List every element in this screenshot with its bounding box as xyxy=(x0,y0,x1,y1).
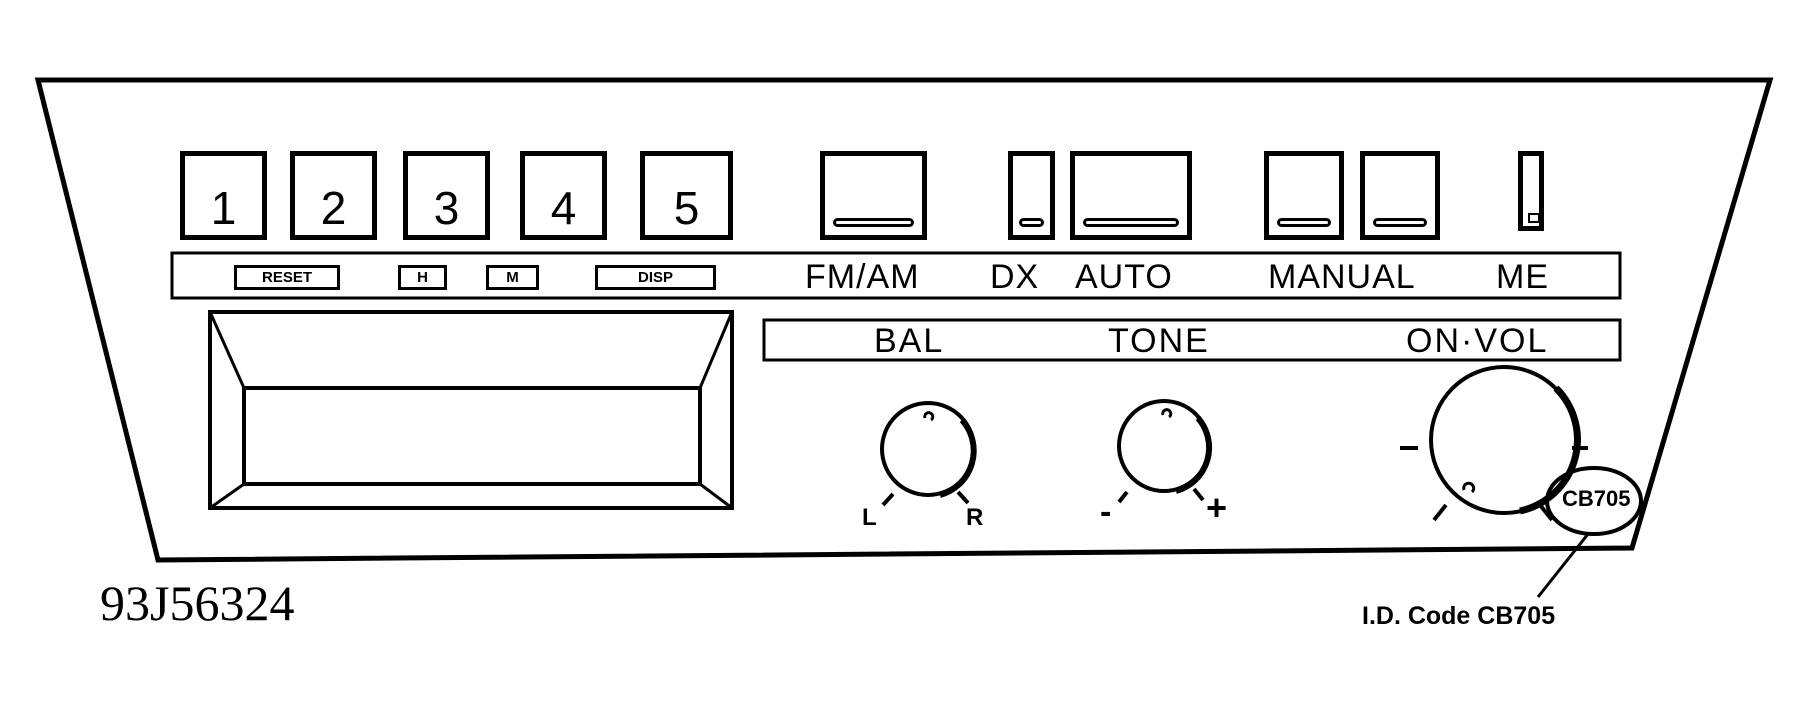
auto-seek-button[interactable] xyxy=(1070,151,1192,240)
band-button[interactable] xyxy=(820,151,927,240)
id-code-caption: I.D. Code CB705 xyxy=(1362,602,1556,630)
on-vol-label: ON·VOL xyxy=(1406,322,1549,360)
bal-right-mark: R xyxy=(966,504,984,531)
hour-label: H xyxy=(398,265,447,290)
auto-label: AUTO xyxy=(1075,258,1173,296)
preset-button-4[interactable]: 4 xyxy=(520,151,607,240)
tone-plus-mark: + xyxy=(1206,487,1228,528)
preset-button-5[interactable]: 5 xyxy=(640,151,733,240)
id-code-callout xyxy=(1536,466,1643,598)
diagram-number: 93J56324 xyxy=(100,575,295,631)
manual-down-button[interactable] xyxy=(1264,151,1344,240)
dx-label: DX xyxy=(990,258,1040,296)
tone-knob[interactable] xyxy=(1117,399,1213,504)
bal-label: BAL xyxy=(874,322,945,360)
manual-label: MANUAL xyxy=(1268,258,1416,296)
dx-button[interactable] xyxy=(1008,151,1055,240)
bal-left-mark: L xyxy=(862,504,877,531)
me-button[interactable] xyxy=(1518,151,1544,231)
preset-5-label: 5 xyxy=(673,182,700,234)
preset-button-1[interactable]: 1 xyxy=(180,151,267,240)
preset-4-label: 4 xyxy=(550,182,577,234)
preset-1-label: 1 xyxy=(210,182,237,234)
preset-2-label: 2 xyxy=(320,182,347,234)
balance-knob[interactable] xyxy=(880,401,977,507)
preset-button-2[interactable]: 2 xyxy=(290,151,377,240)
preset-button-3[interactable]: 3 xyxy=(403,151,490,240)
minute-label: M xyxy=(486,265,539,290)
tone-label: TONE xyxy=(1108,322,1210,360)
manual-up-button[interactable] xyxy=(1360,151,1440,240)
display-label: DISP xyxy=(595,265,716,290)
display-window xyxy=(208,310,734,510)
tone-minus-mark: - xyxy=(1100,493,1112,531)
preset-3-label: 3 xyxy=(433,182,460,234)
volume-knob[interactable] xyxy=(1400,365,1588,522)
id-oval-text: CB705 xyxy=(1562,486,1631,511)
reset-label: RESET xyxy=(234,265,340,290)
band-label: FM/AM xyxy=(805,258,920,296)
me-label: ME xyxy=(1496,258,1549,296)
